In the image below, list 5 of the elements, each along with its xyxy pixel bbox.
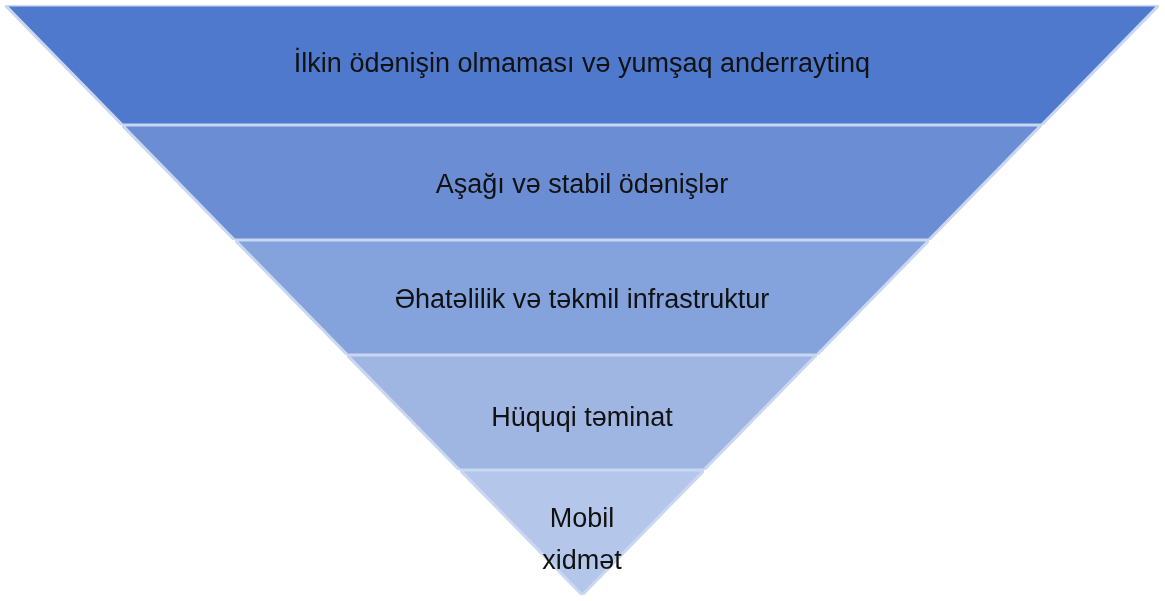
band-label: İlkin ödənişin olmaması və yumşaq anderraytinq bbox=[293, 46, 871, 81]
band-label: Əhatəlilik və təkmil infrastruktur bbox=[394, 283, 770, 317]
band-label: Hüquqi təminat bbox=[491, 401, 673, 435]
band-label: Aşağı və stabil ödənişlər bbox=[435, 168, 729, 202]
band-label: Mobil xidmət bbox=[541, 502, 623, 577]
